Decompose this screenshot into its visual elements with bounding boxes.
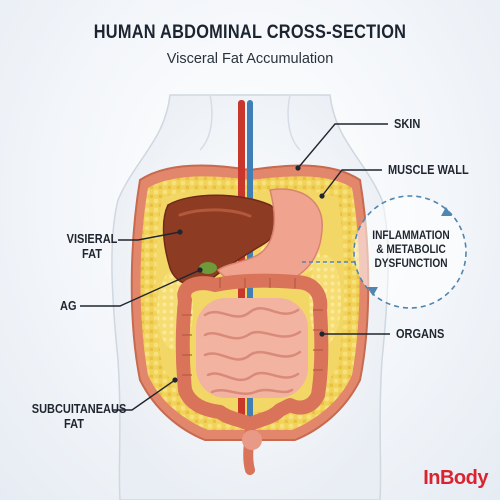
label-inflammation-line2: & METABOLIC	[376, 244, 446, 256]
label-skin: SKIN	[394, 117, 421, 131]
cycle-ring	[353, 195, 467, 309]
gallbladder	[199, 262, 217, 274]
visceral-fat-leader	[118, 231, 181, 241]
label-subcutaneous-fat-line2: FAT	[64, 417, 84, 431]
inflammation-cycle	[300, 195, 467, 309]
label-subcutaneous-fat-line1: SUBCUITANEAUS	[31, 402, 127, 416]
neck-line-left	[199, 94, 213, 151]
label-subcutaneous-fat: SUBCUITANEAUS FAT	[31, 402, 127, 432]
leader-lines	[80, 123, 390, 411]
muscle-wall-leader	[321, 169, 382, 197]
page-title: HUMAN ABDOMINAL CROSS-SECTION	[93, 22, 407, 43]
small-intestine	[196, 298, 308, 398]
label-ag: AG	[60, 299, 77, 313]
neck-line-right	[287, 94, 301, 151]
skin-leader	[297, 123, 388, 169]
label-visceral-fat-line1: VISIERAL	[66, 232, 118, 246]
label-inflammation: INFLAMMATION & METABOLIC DYSFUNCTION	[371, 229, 450, 271]
ag-leader	[80, 269, 201, 307]
cycle-arrow-icon	[441, 207, 452, 216]
liver-highlight	[178, 208, 252, 218]
label-organs: ORGANS	[396, 327, 445, 341]
brand-logo: InBody	[423, 467, 488, 489]
leader-endpoints	[172, 165, 325, 383]
label-inflammation-line3: DYSFUNCTION	[374, 258, 448, 270]
subcutaneous-leader	[112, 379, 176, 411]
label-inflammation-line1: INFLAMMATION	[372, 230, 450, 242]
liver	[162, 194, 280, 286]
cycle-arrow-icon	[367, 287, 378, 296]
bladder	[242, 430, 262, 450]
label-muscle-wall: MUSCLE WALL	[388, 163, 469, 177]
colon	[175, 273, 329, 432]
page-subtitle: Visceral Fat Accumulation	[166, 51, 334, 67]
label-visceral-fat: VISIERAL FAT	[66, 232, 119, 262]
label-visceral-fat-line2: FAT	[82, 247, 102, 261]
colon-haustra	[182, 278, 323, 376]
